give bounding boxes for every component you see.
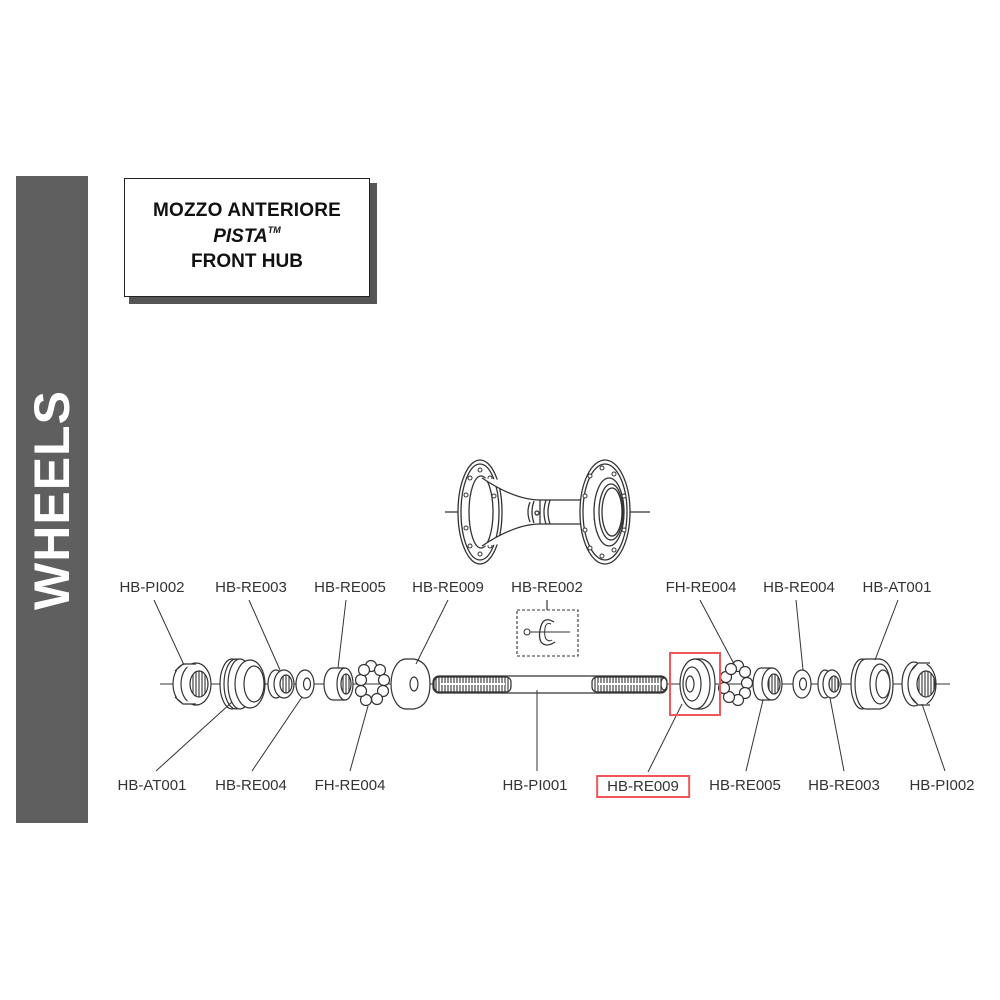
hub-body-drawing <box>445 459 650 565</box>
leader-lines-bottom <box>155 690 946 773</box>
section-sidebar: WHEELS <box>16 176 88 823</box>
right-parts <box>679 658 937 710</box>
part-hb-re009-left <box>390 658 431 710</box>
part-hb-re005-left <box>323 667 354 701</box>
part-label-hb-pi002-top[interactable]: HB-PI002 <box>119 579 185 596</box>
part-label-hb-re003-bottom[interactable]: HB-RE003 <box>808 777 880 794</box>
part-label-hb-re005-top[interactable]: HB-RE005 <box>314 579 386 596</box>
title-english: FRONT HUB <box>191 251 303 272</box>
part-label-hb-re009-highlighted[interactable]: HB-RE009 <box>596 775 690 798</box>
part-hb-re004-right <box>792 669 812 699</box>
part-hb-re009-right <box>679 658 716 710</box>
part-hb-pi001-axle <box>432 675 668 694</box>
part-fh-re004-right <box>717 659 754 707</box>
part-hb-at001-left <box>219 658 266 710</box>
part-label-hb-re009-top[interactable]: HB-RE009 <box>412 579 484 596</box>
part-hb-re005-right <box>752 667 783 701</box>
part-hb-re004-left <box>295 669 315 699</box>
title-model: PISTATM <box>125 225 369 248</box>
part-label-fh-re004-top[interactable]: FH-RE004 <box>665 579 737 596</box>
model-name: PISTA <box>213 226 268 247</box>
part-label-hb-re002-top[interactable]: HB-RE002 <box>511 579 583 596</box>
part-fh-re004-left <box>354 659 391 707</box>
part-label-hb-at001-top[interactable]: HB-AT001 <box>862 579 932 596</box>
highlighted-part-box <box>669 652 721 716</box>
part-label-hb-re003-top[interactable]: HB-RE003 <box>215 579 287 596</box>
trademark: TM <box>267 225 281 235</box>
hb-re002-inset <box>516 600 579 657</box>
title-italian: MOZZO ANTERIORE <box>152 200 342 221</box>
part-hb-pi002-left <box>172 662 212 706</box>
part-label-hb-re004-bottom[interactable]: HB-RE004 <box>215 777 287 794</box>
part-label-hb-pi002-bottom[interactable]: HB-PI002 <box>909 777 975 794</box>
part-label-hb-re004-top[interactable]: HB-RE004 <box>763 579 835 596</box>
left-parts <box>172 658 431 710</box>
part-hb-re003-right <box>817 669 842 699</box>
title-box: MOZZO ANTERIORE PISTATM FRONT HUB <box>124 178 370 297</box>
part-label-hb-at001-bottom[interactable]: HB-AT001 <box>117 777 187 794</box>
part-label-hb-pi001-bottom[interactable]: HB-PI001 <box>502 777 568 794</box>
part-hb-re003-left <box>267 669 295 699</box>
part-label-fh-re004-bottom[interactable]: FH-RE004 <box>314 777 386 794</box>
part-label-hb-re005-bottom[interactable]: HB-RE005 <box>709 777 781 794</box>
part-hb-pi002-right <box>901 661 937 707</box>
part-hb-at001-right <box>850 658 894 710</box>
leader-lines-top <box>153 599 899 671</box>
